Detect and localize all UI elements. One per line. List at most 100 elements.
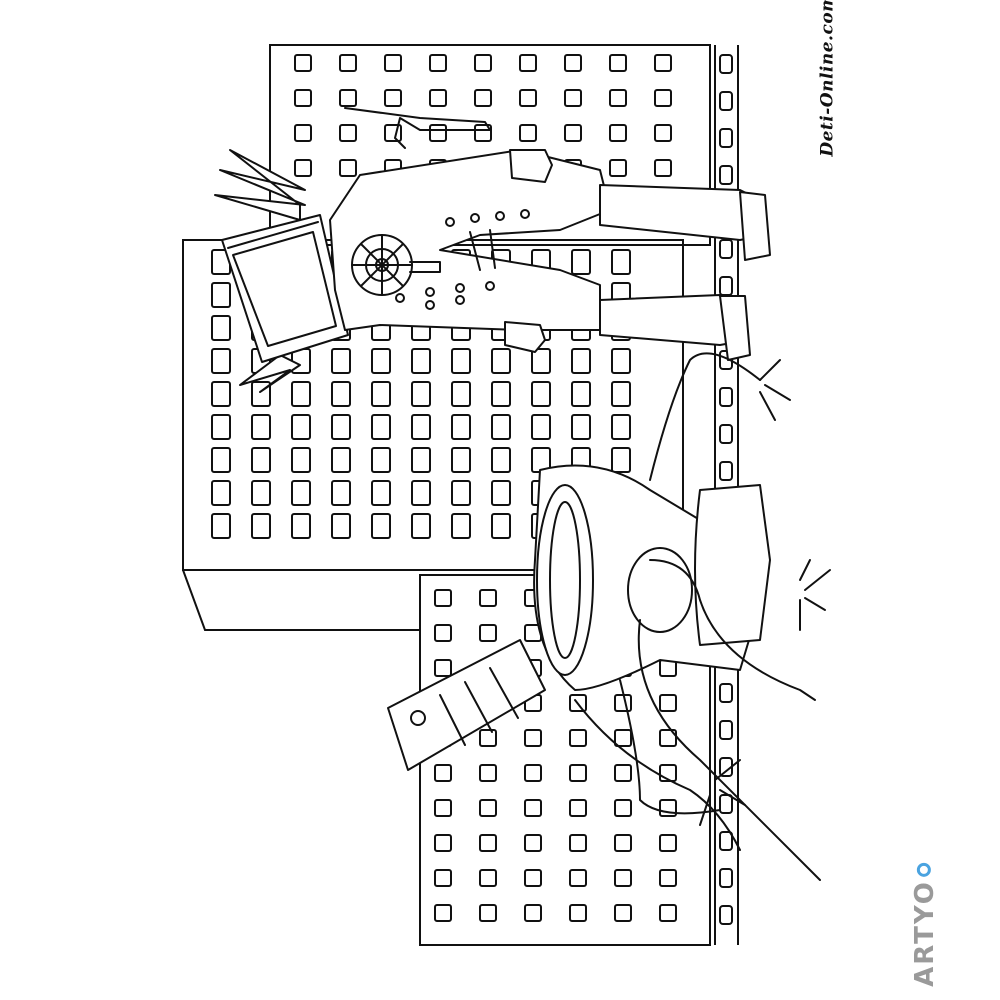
building-window [434, 624, 452, 642]
building-window [434, 799, 452, 817]
tv-frame-inner [227, 221, 319, 249]
building-window [564, 124, 582, 142]
building-window [251, 513, 271, 539]
building-window [291, 447, 311, 473]
building-window [479, 589, 497, 607]
building-window [411, 381, 431, 407]
building-window [434, 659, 452, 677]
coat-buttons [395, 209, 530, 310]
toilet-porthole [627, 547, 693, 633]
toilet-seat-hole [549, 501, 581, 659]
building-window [569, 799, 587, 817]
building-window [211, 348, 231, 374]
site-watermark-text: Deti-Online.com [818, 0, 838, 157]
building-middle-side [182, 569, 420, 631]
building-window [331, 381, 351, 407]
chest-fan [351, 234, 413, 296]
building-window [614, 764, 632, 782]
building-window [331, 348, 351, 374]
building-window [609, 89, 627, 107]
tv-head [221, 214, 349, 363]
building-window [609, 159, 627, 177]
building-window [371, 414, 391, 440]
building-window [384, 54, 402, 72]
building-window [451, 447, 471, 473]
building-window [434, 764, 452, 782]
tv-man-figure [214, 107, 771, 393]
building-window [479, 834, 497, 852]
tentacle-3 [574, 699, 741, 851]
building-window [291, 414, 311, 440]
building-window [569, 904, 587, 922]
building-window [331, 513, 351, 539]
building-window [384, 89, 402, 107]
building-window [451, 348, 471, 374]
road-dash [719, 276, 733, 296]
building-window [609, 54, 627, 72]
building-window [331, 480, 351, 506]
tentacle-1 [649, 559, 816, 701]
tv-man-hair-lower [239, 354, 301, 393]
toilet-seat [536, 484, 594, 676]
building-window [531, 348, 551, 374]
building-window [659, 729, 677, 747]
building-window [524, 869, 542, 887]
building-window [251, 480, 271, 506]
fan-bracket [409, 261, 441, 273]
belt [469, 229, 496, 271]
toilet-base [694, 484, 771, 646]
building-window [614, 694, 632, 712]
building-window [491, 513, 511, 539]
road-dash [719, 868, 733, 888]
tentacle-5 [619, 679, 721, 815]
building-window [434, 834, 452, 852]
building-window [474, 54, 492, 72]
building-window [569, 729, 587, 747]
building-window [564, 54, 582, 72]
building-window [491, 447, 511, 473]
building-window [654, 89, 672, 107]
building-window [571, 348, 591, 374]
building-window [564, 89, 582, 107]
building-window [611, 348, 631, 374]
building-window [294, 124, 312, 142]
building-window [611, 447, 631, 473]
tank-button [410, 710, 426, 726]
road-dash [719, 683, 733, 703]
building-window [411, 414, 431, 440]
building-window [479, 764, 497, 782]
building-window [411, 480, 431, 506]
building-window [659, 834, 677, 852]
building-window [411, 513, 431, 539]
building-window [211, 315, 231, 341]
building-window [659, 694, 677, 712]
building-window [251, 447, 271, 473]
road-dash [719, 91, 733, 111]
building-window [331, 447, 351, 473]
tv-man-hair [214, 149, 306, 221]
building-window [611, 381, 631, 407]
road-dash [719, 387, 733, 407]
building-window [614, 869, 632, 887]
building-window [211, 282, 231, 308]
building-window [294, 89, 312, 107]
building-window [339, 54, 357, 72]
building-window [654, 54, 672, 72]
building-window [474, 124, 492, 142]
building-window [479, 624, 497, 642]
building-window [331, 414, 351, 440]
building-window [654, 159, 672, 177]
building-window [371, 513, 391, 539]
road-dash [719, 424, 733, 444]
tank-ridges [439, 667, 519, 746]
building-window [291, 480, 311, 506]
building-window [519, 124, 537, 142]
tentacle-4 [649, 352, 761, 481]
building-window [571, 249, 591, 275]
building-window [291, 513, 311, 539]
building-window [251, 381, 271, 407]
building-window [371, 447, 391, 473]
building-window [371, 480, 391, 506]
brand-watermark-text: ARTYO [910, 863, 940, 987]
road-dash [719, 794, 733, 814]
